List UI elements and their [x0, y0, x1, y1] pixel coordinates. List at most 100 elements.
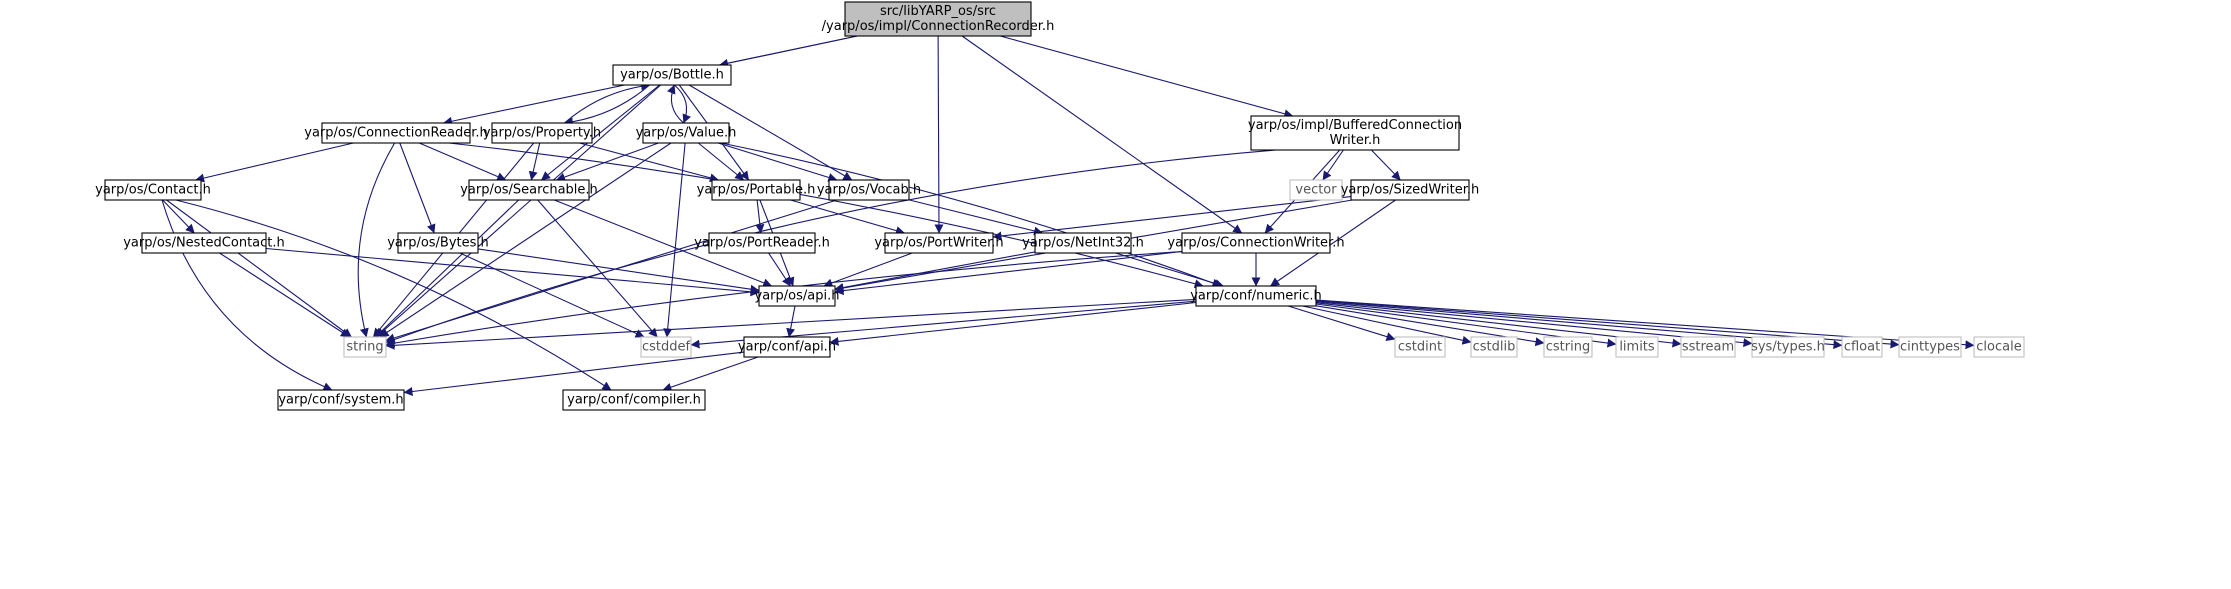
node-root[interactable]: src/libYARP_os/src/yarp/os/impl/Connecti…: [822, 1, 1055, 37]
edge-portable-to-portwriter: [790, 199, 905, 235]
node-systypes: sys/types.h: [1751, 336, 1825, 358]
edge-value-to-numeric: [720, 142, 1222, 288]
node-label: yarp/os/Vocab.h: [817, 183, 921, 198]
edge-connreader-to-searchable: [419, 142, 507, 181]
edge-connreader-to-contact: [195, 142, 354, 183]
node-label: cfloat: [1844, 340, 1880, 355]
edge-value-to-vocab: [717, 142, 838, 182]
node-osapi[interactable]: yarp/os/api.h: [755, 285, 840, 307]
node-box: [642, 122, 730, 144]
node-searchable[interactable]: yarp/os/Searchable.h: [460, 179, 598, 201]
node-label: vector: [1295, 183, 1337, 198]
edge-bufwriter-to-vector: [1322, 149, 1344, 181]
node-portwriter[interactable]: yarp/os/PortWriter.h: [874, 232, 1004, 254]
edge-contact-to-nestedcontact: [162, 199, 195, 234]
node-label: yarp/os/ConnectionReader.h: [304, 126, 488, 141]
node-vector: vector: [1289, 179, 1343, 201]
node-box: [1680, 336, 1736, 358]
node-box: [1289, 179, 1343, 201]
node-value[interactable]: yarp/os/Value.h: [636, 122, 737, 144]
node-box: [397, 232, 479, 254]
node-box: [104, 179, 202, 201]
edge-bottle-to-vocab: [688, 84, 853, 181]
node-bottle[interactable]: yarp/os/Bottle.h: [612, 64, 732, 86]
edge-connwriter-to-osapi: [834, 250, 1183, 296]
node-box: [758, 285, 836, 307]
edge-property-to-searchable: [528, 142, 541, 181]
node-label: cstdint: [1398, 340, 1442, 355]
node-compiler[interactable]: yarp/conf/compiler.h: [562, 389, 706, 411]
node-box: [1751, 336, 1825, 358]
node-sizedwriter[interactable]: yarp/os/SizedWriter.h: [1341, 179, 1480, 201]
node-bytes[interactable]: yarp/os/Bytes.h: [387, 232, 489, 254]
node-portable[interactable]: yarp/os/Portable.h: [697, 179, 816, 201]
node-connwriter[interactable]: yarp/os/ConnectionWriter.h: [1167, 232, 1345, 254]
node-box: [708, 232, 816, 254]
node-box: [1615, 336, 1659, 358]
node-box: [277, 389, 405, 411]
node-connreader[interactable]: yarp/os/ConnectionReader.h: [304, 122, 488, 144]
edge-searchable-to-cstddef: [537, 199, 658, 338]
edge-osapi-to-confapi: [786, 305, 796, 338]
node-box: [468, 179, 590, 201]
node-system[interactable]: yarp/conf/system.h: [277, 389, 405, 411]
node-box: [1898, 336, 1962, 358]
edge-value-to-string: [379, 142, 672, 338]
node-cstdlib: cstdlib: [1470, 336, 1518, 358]
node-nestedcontact[interactable]: yarp/os/NestedContact.h: [123, 232, 285, 254]
node-label: sys/types.h: [1751, 340, 1825, 355]
edge-contact-to-system: [161, 199, 333, 391]
node-clocale: clocale: [1973, 336, 2025, 358]
node-label: cstring: [1546, 340, 1590, 355]
node-cinttypes: cinttypes: [1898, 336, 1962, 358]
node-label: yarp/os/Bottle.h: [620, 68, 724, 83]
edge-sizedwriter-to-numeric: [1270, 199, 1396, 287]
node-label: yarp/os/Value.h: [636, 126, 737, 141]
edge-netint32-to-osapi: [834, 251, 1036, 292]
edge-searchable-to-string: [375, 199, 519, 338]
node-box: [1973, 336, 2025, 358]
node-label: yarp/os/PortReader.h: [694, 236, 830, 251]
node-contact[interactable]: yarp/os/Contact.h: [95, 179, 211, 201]
edge-searchable-to-osapi: [554, 199, 773, 288]
node-box: [711, 179, 801, 201]
edge-bufwriter-to-sizedwriter: [1371, 149, 1401, 181]
node-label: yarp/os/api.h: [755, 289, 840, 304]
node-label: yarp/os/Contact.h: [95, 183, 211, 198]
edge-portwriter-to-osapi: [823, 252, 913, 288]
node-label: cinttypes: [1900, 340, 1960, 355]
node-box: [141, 232, 267, 254]
edge-value-to-cstddef: [663, 142, 686, 338]
node-confapi[interactable]: yarp/conf/api.h: [738, 336, 836, 358]
node-label: yarp/os/NetInt32.h: [1022, 236, 1144, 251]
node-box: [321, 122, 471, 144]
node-box: [1195, 285, 1317, 307]
node-box: [884, 232, 994, 254]
node-portreader[interactable]: yarp/os/PortReader.h: [694, 232, 830, 254]
node-label: /yarp/os/impl/ConnectionRecorder.h: [822, 19, 1055, 34]
node-numeric[interactable]: yarp/conf/numeric.h: [1190, 285, 1322, 307]
node-label: yarp/conf/api.h: [738, 340, 836, 355]
node-netint32[interactable]: yarp/os/NetInt32.h: [1022, 232, 1144, 254]
edge-root-to-connwriter: [961, 35, 1243, 234]
node-cstring: cstring: [1543, 336, 1593, 358]
node-box: [562, 389, 706, 411]
edge-numeric-to-cstdlib: [1302, 305, 1472, 345]
edge-nestedcontact-to-string: [219, 252, 350, 338]
node-property[interactable]: yarp/os/Property.h: [483, 122, 601, 144]
node-box: [343, 336, 387, 358]
node-sstream: sstream: [1680, 336, 1736, 358]
edge-property-to-bottle: [564, 81, 651, 124]
edge-value-to-searchable: [556, 142, 659, 182]
node-box: [828, 179, 910, 201]
edge-portable-to-portreader: [755, 199, 765, 234]
edge-netint32-to-numeric: [1115, 252, 1224, 288]
node-label: clocale: [1976, 340, 2021, 355]
node-label: yarp/os/impl/BufferedConnection: [1248, 118, 1462, 133]
node-cstddef: cstddef: [640, 336, 692, 358]
edge-bytes-to-cstddef: [459, 252, 645, 338]
node-box: [1543, 336, 1593, 358]
node-vocab[interactable]: yarp/os/Vocab.h: [817, 179, 921, 201]
edge-numeric-to-string: [385, 298, 1197, 350]
